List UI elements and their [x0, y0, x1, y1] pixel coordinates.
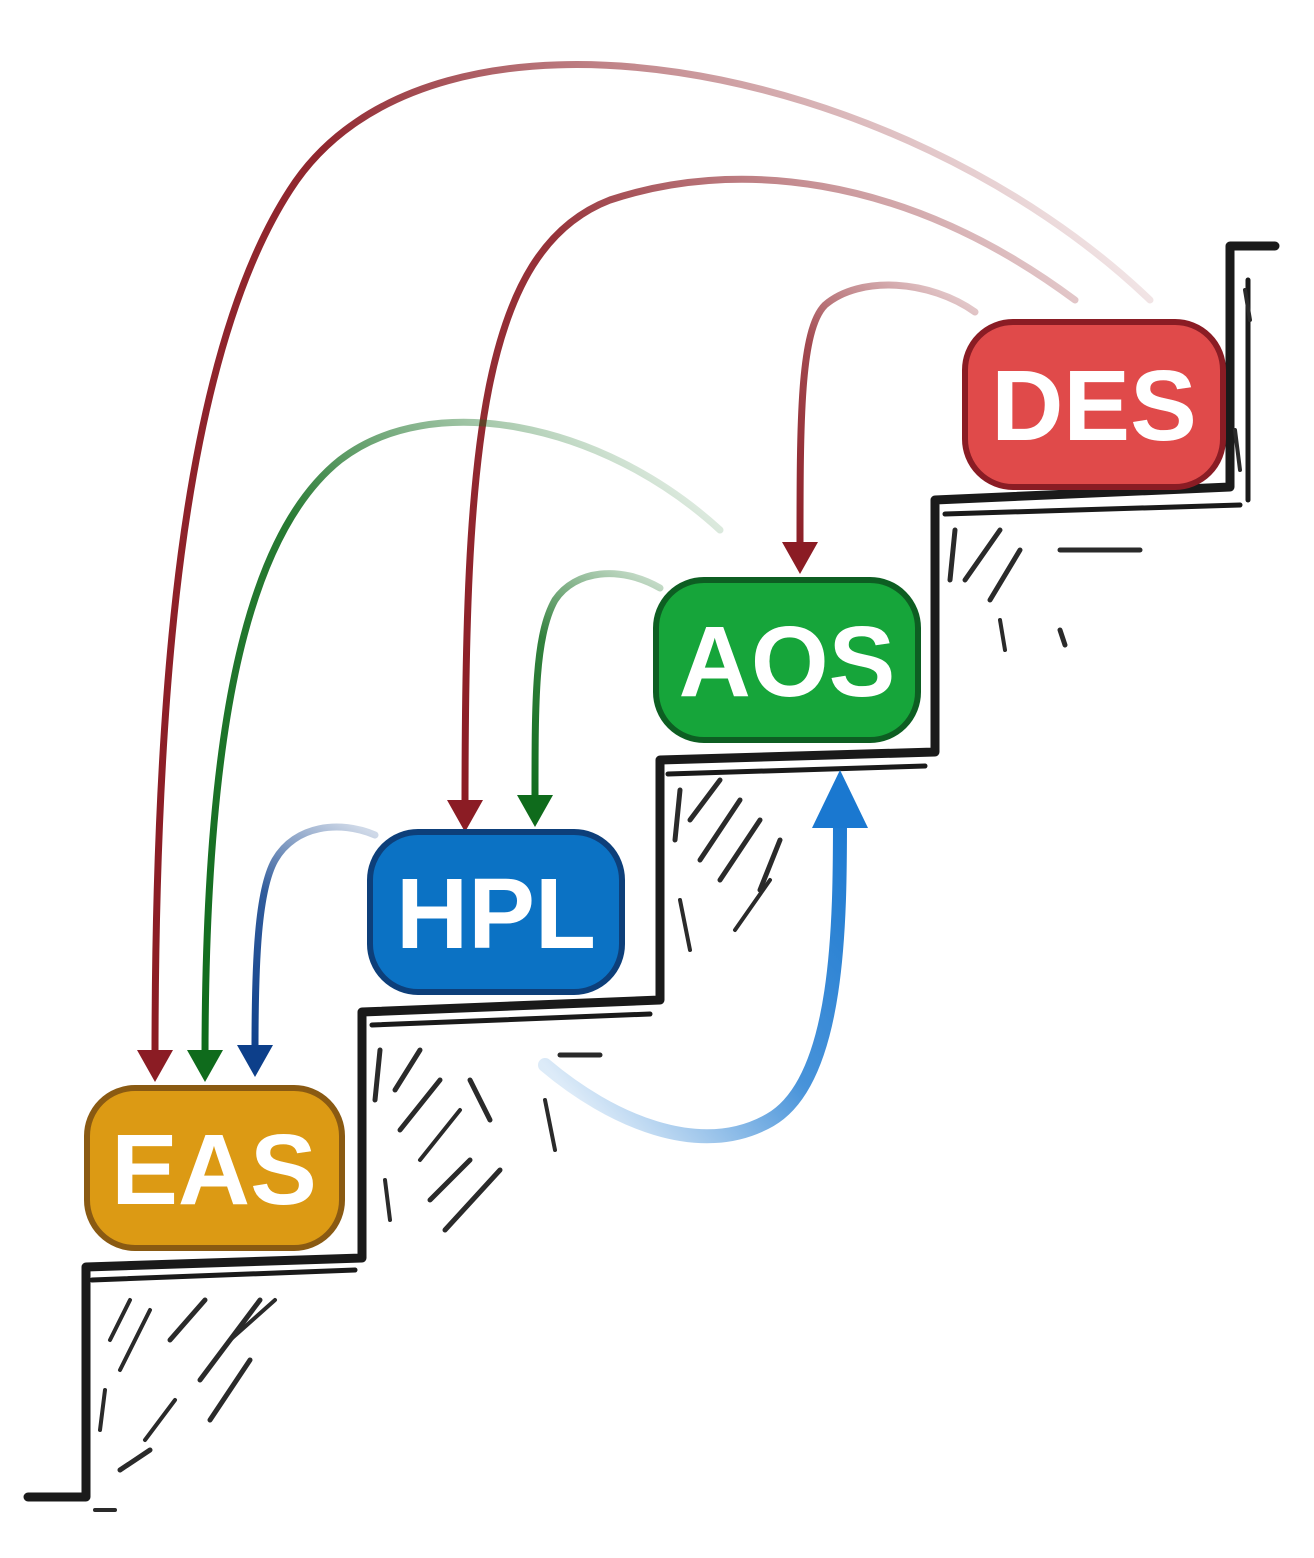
edge-des-to-hpl: [461, 175, 1079, 814]
arrowhead-hpl-to-aos: [812, 770, 868, 828]
staircase-outline: [23, 241, 1280, 1502]
stair-tread-shadow-3: [665, 763, 928, 777]
arrowhead-des-to-eas: [137, 1050, 173, 1082]
arrowhead-hpl-to-eas: [237, 1045, 273, 1077]
stair-tread-shadow-2: [369, 1011, 653, 1028]
node-hpl-label: HPL: [396, 858, 596, 970]
node-des-label: DES: [991, 350, 1197, 462]
edge-aos-to-eas: [201, 418, 724, 1064]
stair-tread-shadow-4: [942, 502, 1243, 517]
arrowhead-aos-to-eas: [187, 1050, 223, 1082]
node-hpl: HPL: [367, 829, 625, 995]
node-des: DES: [962, 319, 1226, 490]
stair-tread-shadow-1: [89, 1267, 358, 1283]
edge-des-to-aos: [796, 281, 979, 554]
node-aos-label: AOS: [679, 606, 896, 718]
staircase: [23, 241, 1280, 1512]
arrowhead-aos-to-hpl: [517, 795, 553, 827]
node-eas-label: EAS: [111, 1114, 317, 1226]
node-eas: EAS: [84, 1085, 345, 1251]
node-aos-box: [653, 577, 921, 743]
stair-hatching: [93, 288, 1252, 1512]
edges: [137, 61, 1154, 1144]
node-eas-box: [84, 1085, 345, 1251]
edge-hpl-to-eas: [251, 823, 379, 1054]
edge-des-to-eas: [151, 61, 1154, 1064]
edge-aos-to-hpl: [531, 570, 664, 804]
arrowhead-des-to-aos: [782, 542, 818, 574]
node-des-box: [962, 319, 1226, 490]
arrowhead-des-to-hpl: [447, 800, 483, 832]
edge-hpl-to-aos: [538, 808, 847, 1144]
node-hpl-box: [367, 829, 625, 995]
node-aos: AOS: [653, 577, 921, 743]
